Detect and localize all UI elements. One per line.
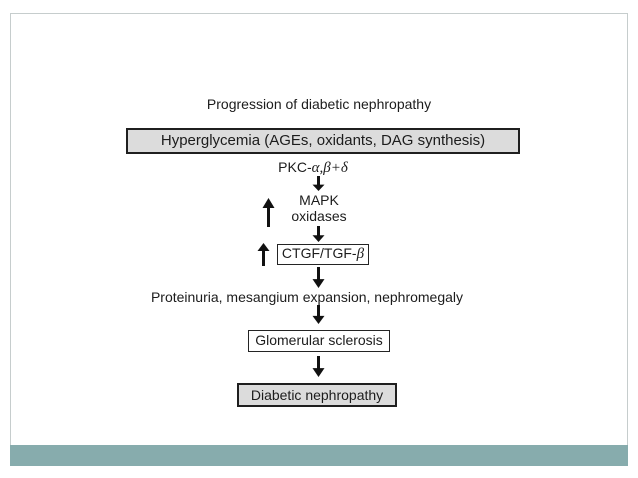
down-arrow-icon bbox=[312, 356, 325, 377]
node-pkc: PKC-α,β+δ bbox=[0, 159, 632, 177]
node-hyperglycemia: Hyperglycemia (AGEs, oxidants, DAG synth… bbox=[126, 128, 520, 154]
node-diabetic-nephropathy: Diabetic nephropathy bbox=[237, 383, 397, 407]
glomerular-label: Glomerular sclerosis bbox=[255, 332, 383, 348]
diagram-title: Progression of diabetic nephropathy bbox=[206, 96, 432, 112]
up-arrow-icon bbox=[262, 198, 275, 227]
diabetic-label: Diabetic nephropathy bbox=[250, 387, 384, 403]
node-proteinuria: Proteinuria, mesangium expansion, nephro… bbox=[150, 289, 464, 305]
down-arrow-icon bbox=[312, 267, 325, 288]
pkc-label: PKC- bbox=[278, 159, 312, 175]
node-ctgf: CTGF/TGF-β bbox=[277, 244, 369, 265]
node-mapk-line2: oxidases bbox=[291, 208, 347, 224]
down-arrow-icon bbox=[312, 176, 325, 191]
ctgf-label: CTGF/TGF- bbox=[281, 245, 357, 261]
pkc-greek-label: α,β+δ bbox=[311, 160, 348, 176]
down-arrow-icon bbox=[312, 305, 325, 324]
up-arrow-icon bbox=[257, 243, 270, 266]
node-hyperglycemia-label: Hyperglycemia (AGEs, oxidants, DAG synth… bbox=[160, 132, 486, 149]
accent-bar bbox=[10, 445, 628, 466]
node-glomerular-sclerosis: Glomerular sclerosis bbox=[248, 330, 390, 352]
node-mapk-line1: MAPK bbox=[299, 192, 339, 208]
slide-frame-border bbox=[10, 13, 628, 446]
ctgf-greek-label: β bbox=[356, 246, 365, 262]
down-arrow-icon bbox=[312, 226, 325, 242]
